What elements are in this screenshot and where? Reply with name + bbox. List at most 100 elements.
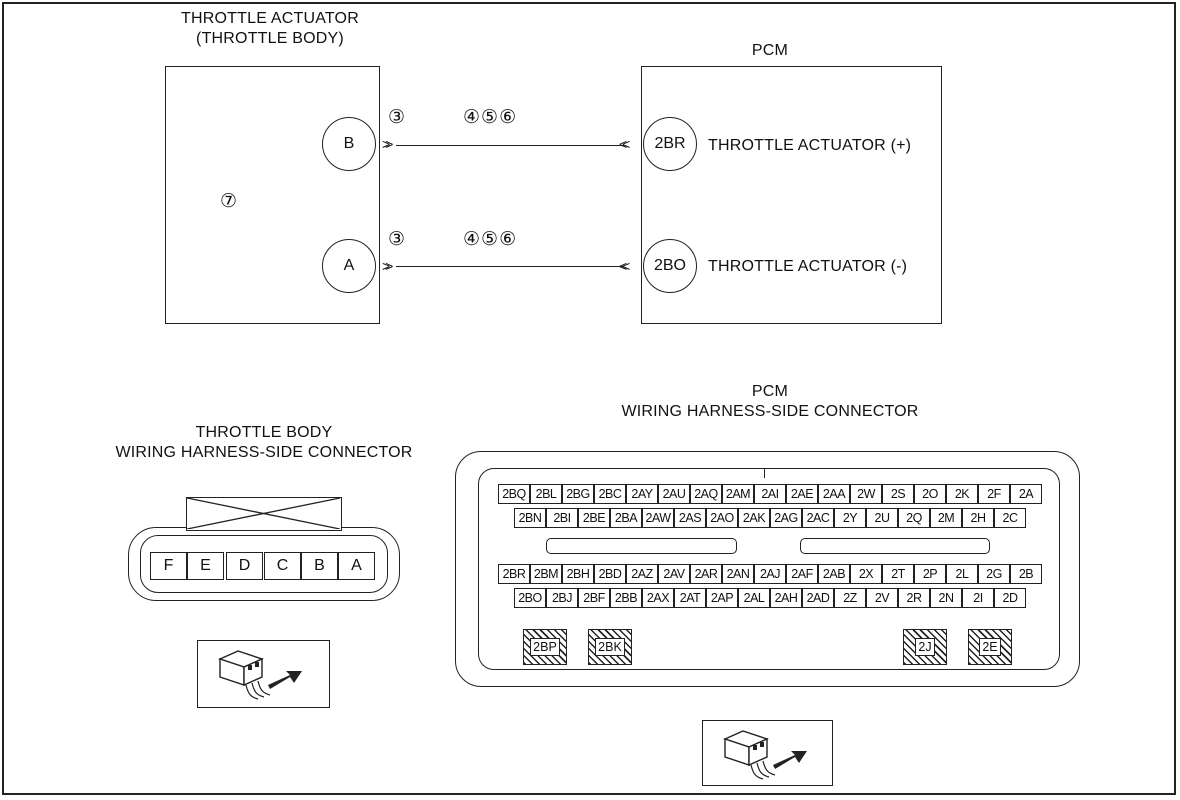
- pcm-pin-2z: 2Z: [834, 588, 866, 608]
- wire-ref-456: ④⑤⑥: [463, 107, 518, 128]
- circuit-label-minus: THROTTLE ACTUATOR (-): [708, 258, 908, 275]
- pcm-pin-2t: 2T: [882, 564, 914, 584]
- pcm-pin-2ad: 2AD: [802, 588, 834, 608]
- pcm-pin-2l: 2L: [946, 564, 978, 584]
- pcm-connector-title-line1: PCM: [751, 383, 789, 400]
- pcm-pin-2al: 2AL: [738, 588, 770, 608]
- pcm-pin-2b: 2B: [1010, 564, 1042, 584]
- pcm-pin-2ba: 2BA: [610, 508, 642, 528]
- pcm-big-pin-label: 2E: [979, 638, 1001, 656]
- pcm-big-pin-label: 2BK: [595, 638, 625, 656]
- pcm-connector-key: [764, 468, 769, 478]
- pcm-pin-2ao: 2AO: [706, 508, 738, 528]
- actuator-pin-a: A: [322, 239, 376, 293]
- tb-connector-title-line2: WIRING HARNESS-SIDE CONNECTOR: [115, 444, 413, 461]
- tb-pin-d: D: [226, 552, 263, 580]
- pcm-connector-housing: [455, 451, 1080, 687]
- pcm-connector-inner: [478, 468, 1060, 670]
- pcm-pin-2a: 2A: [1010, 484, 1042, 504]
- pcm-pin-2av: 2AV: [658, 564, 690, 584]
- pcm-pin-2s: 2S: [882, 484, 914, 504]
- pcm-pin-2af: 2AF: [786, 564, 818, 584]
- pcm-pin-2bg: 2BG: [562, 484, 594, 504]
- pcm-pin-2ag: 2AG: [770, 508, 802, 528]
- pcm-pin-2bb: 2BB: [610, 588, 642, 608]
- pcm-pin-2bh: 2BH: [562, 564, 594, 584]
- tb-connector-title-line1: THROTTLE BODY: [195, 424, 333, 441]
- pcm-pin-2y: 2Y: [834, 508, 866, 528]
- pcm-pin-2be: 2BE: [578, 508, 610, 528]
- pcm-pin-2br: 2BR: [498, 564, 530, 584]
- pcm-pin-2ah: 2AH: [770, 588, 802, 608]
- pcm-big-pin-label: 2J: [915, 638, 935, 656]
- pcm-pin-2ac: 2AC: [802, 508, 834, 528]
- pcm-pin-2n: 2N: [930, 588, 962, 608]
- pcm-pin-2q: 2Q: [898, 508, 930, 528]
- wire-ref-456: ④⑤⑥: [463, 229, 518, 250]
- pcm-pin-2m: 2M: [930, 508, 962, 528]
- tb-connector-latch: [186, 497, 342, 531]
- tb-pin-b: B: [301, 552, 338, 580]
- pcm-pin-2bm: 2BM: [530, 564, 562, 584]
- connector-arrow-icon: <<: [619, 136, 631, 152]
- pcm-pin-2bn: 2BN: [514, 508, 546, 528]
- pcm-pin-2au: 2AU: [658, 484, 690, 504]
- pcm-pin-2ar: 2AR: [690, 564, 722, 584]
- pcm-pin-2i: 2I: [962, 588, 994, 608]
- pcm-pin-2bf: 2BF: [578, 588, 610, 608]
- pcm-pin-2x: 2X: [850, 564, 882, 584]
- pcm-pin-2az: 2AZ: [626, 564, 658, 584]
- pcm-pin-2ax: 2AX: [642, 588, 674, 608]
- tb-pin-a: A: [338, 552, 375, 580]
- pcm-pin-2bq: 2BQ: [498, 484, 530, 504]
- pcm-connector-title: PCM WIRING HARNESS-SIDE CONNECTOR: [560, 383, 980, 421]
- actuator-pin-b: B: [322, 117, 376, 171]
- circuit-label-plus: THROTTLE ACTUATOR (+): [708, 137, 912, 154]
- pcm-pin-2d: 2D: [994, 588, 1026, 608]
- tb-connector-housing: [128, 497, 400, 603]
- pcm-pin-2ae: 2AE: [786, 484, 818, 504]
- pcm-pin-2bd: 2BD: [594, 564, 626, 584]
- pcm-pin-2aq: 2AQ: [690, 484, 722, 504]
- pcm-pin-2g: 2G: [978, 564, 1010, 584]
- actuator-title-line1: THROTTLE ACTUATOR: [181, 10, 359, 27]
- harness-side-view-icon: [702, 720, 833, 786]
- pcm-pin-2ak: 2AK: [738, 508, 770, 528]
- pcm-pin-2v: 2V: [866, 588, 898, 608]
- pcm-big-pin-2bp: 2BP: [523, 629, 567, 665]
- pcm-pin-2r: 2R: [898, 588, 930, 608]
- pcm-pin-2k: 2K: [946, 484, 978, 504]
- connector-arrow-icon: >>: [382, 136, 394, 152]
- pcm-title: PCM: [751, 42, 789, 59]
- wire-a-2bo: [396, 266, 624, 267]
- latch-cross-icon: [187, 498, 340, 529]
- pcm-pin-2bc: 2BC: [594, 484, 626, 504]
- connector-arrow-icon: >>: [382, 258, 394, 274]
- pcm-pin-2bj: 2BJ: [546, 588, 578, 608]
- connector-arrow-icon: <<: [619, 258, 631, 274]
- pcm-pin-2h: 2H: [962, 508, 994, 528]
- pcm-pin-2p: 2P: [914, 564, 946, 584]
- tb-pin-c: C: [264, 552, 301, 580]
- pcm-pin-2ap: 2AP: [706, 588, 738, 608]
- actuator-title-line2: (THROTTLE BODY): [196, 30, 344, 47]
- pcm-pin-2aj: 2AJ: [754, 564, 786, 584]
- pcm-big-pin-2j: 2J: [903, 629, 947, 665]
- tb-pin-e: E: [187, 552, 224, 580]
- pcm-pin-2ay: 2AY: [626, 484, 658, 504]
- tb-connector-inner: [140, 535, 388, 593]
- wire-b-2br: [396, 145, 624, 146]
- pcm-pin-2br: 2BR: [643, 117, 697, 171]
- pcm-slot-left: [546, 538, 737, 554]
- pcm-slot-right: [800, 538, 990, 554]
- pcm-pin-2bo: 2BO: [514, 588, 546, 608]
- tb-connector-title: THROTTLE BODY WIRING HARNESS-SIDE CONNEC…: [80, 424, 448, 462]
- pcm-pin-2c: 2C: [994, 508, 1026, 528]
- pcm-pin-2ai: 2AI: [754, 484, 786, 504]
- actuator-ref-number: ⑦: [220, 191, 239, 212]
- pcm-pin-2u: 2U: [866, 508, 898, 528]
- pcm-pin-2bl: 2BL: [530, 484, 562, 504]
- pcm-pin-2bi: 2BI: [546, 508, 578, 528]
- pcm-pin-2at: 2AT: [674, 588, 706, 608]
- actuator-title: THROTTLE ACTUATOR (THROTTLE BODY): [150, 10, 390, 48]
